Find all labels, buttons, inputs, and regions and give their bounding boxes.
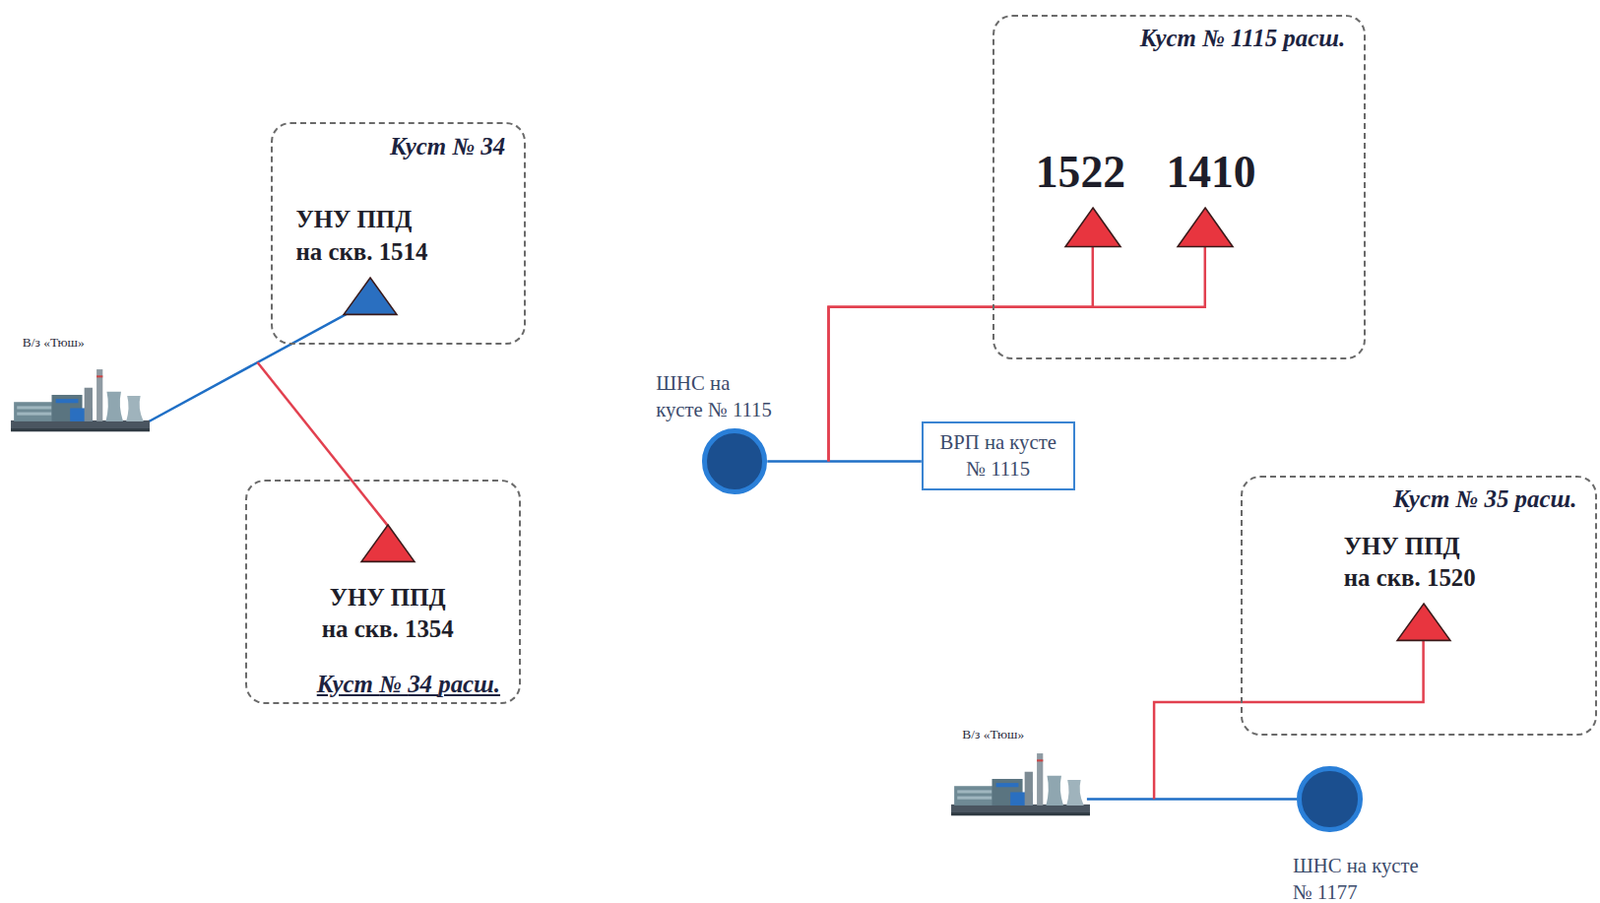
triangle-shape	[343, 277, 397, 315]
station-label: ШНС на кусте № 1115	[655, 370, 772, 424]
pipeline-connector	[146, 313, 348, 423]
factory-icon	[9, 367, 151, 435]
triangle-shape	[1065, 207, 1121, 247]
factory-label: В/з «Тюш»	[961, 726, 1024, 743]
well-node: УНУ ППД на скв. 1354	[295, 514, 480, 658]
cluster-box: Куст № 34 расш. УНУ ППД на скв. 1354	[245, 479, 521, 704]
cluster-title: Куст № 34	[385, 132, 510, 161]
factory-label: В/з «Тюш»	[22, 334, 85, 351]
pipeline-connector	[1153, 640, 1424, 800]
cluster-box: Куст № 34 УНУ ППД на скв. 1514	[270, 122, 526, 345]
well-triangle	[1175, 205, 1235, 250]
station-label: ШНС на кусте № 1177	[1292, 852, 1419, 903]
well-label: УНУ ППД на скв. 1520	[1344, 530, 1476, 595]
factory-graphic	[951, 753, 1090, 816]
cluster-title: Куст № 34 расш.	[313, 670, 505, 699]
box-label: ВРП на кусте № 1115	[939, 429, 1057, 483]
factory-node: В/з «Тюш»	[950, 726, 1095, 821]
well-label: 1522	[1035, 142, 1126, 201]
pump-station-circle: ШНС на кусте № 1115	[702, 428, 768, 494]
triangle-shape	[1397, 603, 1451, 640]
well-triangle	[359, 522, 417, 564]
factory-node: В/з «Тюш»	[9, 334, 155, 438]
factory-icon	[950, 751, 1091, 819]
cluster-title: Куст № 35 расш.	[1389, 485, 1581, 513]
well-triangle	[341, 275, 399, 317]
well-label: УНУ ППД на скв. 1354	[295, 581, 480, 646]
pipeline-connector	[767, 459, 922, 463]
cluster-box: Куст № 1115 расш. 1522 1410	[992, 14, 1365, 360]
factory-graphic	[10, 369, 150, 432]
triangle-shape	[361, 524, 415, 562]
cluster-box: Куст № 35 расш. УНУ ППД на скв. 1520	[1240, 475, 1598, 736]
well-node: УНУ ППД на скв. 1520	[1339, 525, 1529, 648]
well-label: УНУ ППД на скв. 1514	[295, 203, 428, 268]
cluster-title: Куст № 1115 расш.	[1136, 24, 1349, 53]
process-box: ВРП на кусте № 1115	[921, 421, 1076, 491]
pipeline-connector	[1087, 797, 1297, 801]
pump-station-circle: ШНС на кусте № 1177	[1296, 766, 1362, 832]
well-triangle	[1395, 601, 1453, 642]
well-node: УНУ ППД на скв. 1514	[290, 198, 480, 321]
pipeline-connector	[257, 362, 388, 526]
triangle-shape	[1177, 207, 1233, 247]
well-label: 1410	[1165, 142, 1256, 201]
well-node: 1522	[1030, 142, 1153, 254]
well-node: 1410	[1160, 142, 1274, 254]
well-triangle	[1063, 205, 1123, 250]
